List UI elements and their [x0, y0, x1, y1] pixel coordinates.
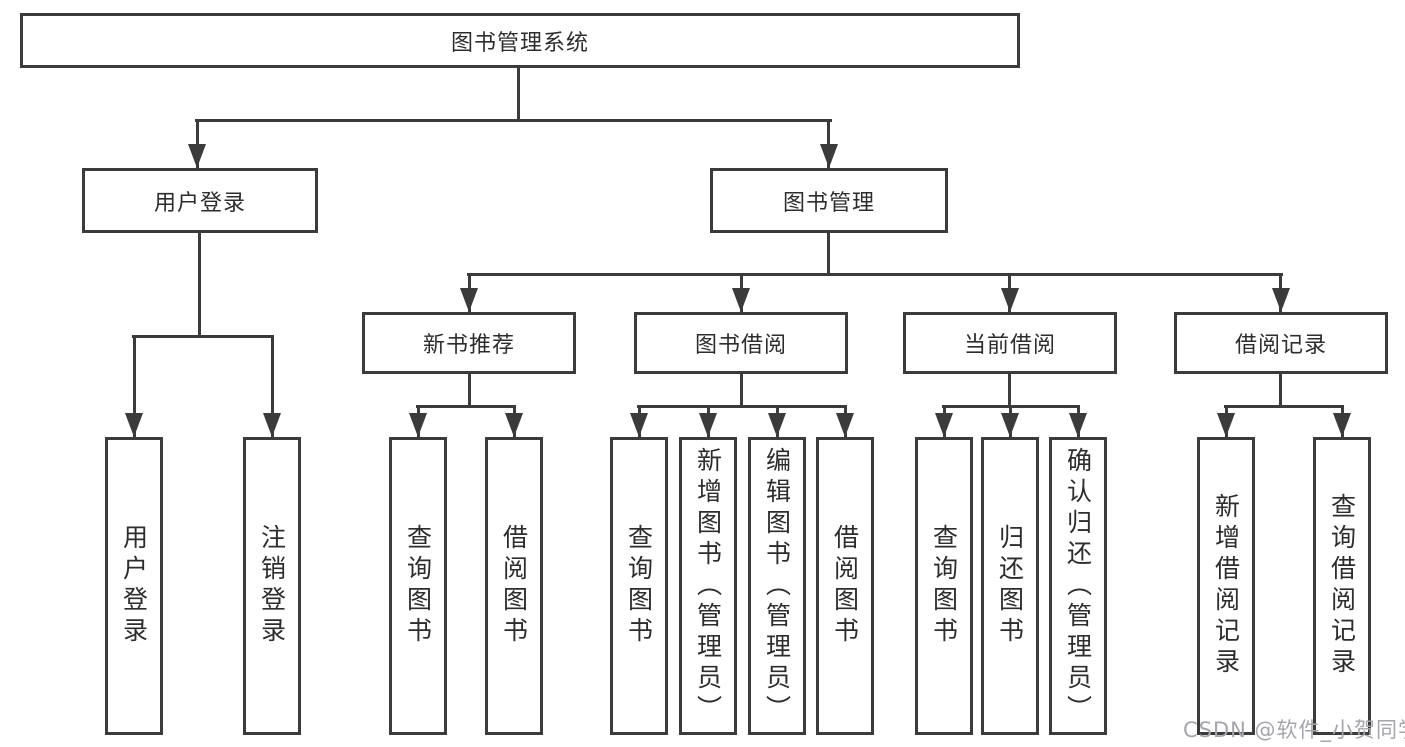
connector-arrowhead: [732, 288, 750, 312]
connector-line: [740, 374, 743, 408]
connector-arrowhead: [263, 413, 281, 437]
connector-line: [468, 374, 471, 408]
node-leaf-add-borrow-record: 新增借阅记录: [1197, 437, 1255, 735]
connector-line: [517, 68, 520, 122]
node-borrow-record: 借阅记录: [1174, 312, 1388, 374]
node-leaf-logout: 注销登录: [243, 437, 301, 735]
connector-arrowhead: [1217, 413, 1235, 437]
connector-line: [637, 405, 847, 408]
node-leaf-edit-book-admin: 编辑图书（管理员）: [748, 437, 806, 735]
connector-arrowhead: [460, 288, 478, 312]
connector-line: [827, 119, 830, 168]
watermark-text: CSDN @软件_小贺同学: [1183, 718, 1405, 742]
connector-line: [1279, 374, 1282, 408]
node-leaf-query-book-3: 查询图书: [915, 437, 973, 735]
connector-line: [196, 119, 199, 168]
node-user-login: 用户登录: [82, 168, 318, 233]
node-leaf-user-login: 用户登录: [105, 437, 163, 735]
connector-arrowhead: [699, 413, 717, 437]
connector-arrowhead: [188, 144, 206, 168]
node-leaf-borrow-book-2: 借阅图书: [816, 437, 874, 735]
connector-arrowhead: [768, 413, 786, 437]
connector-line: [1224, 405, 1344, 408]
connector-arrowhead: [1069, 413, 1087, 437]
connector-arrowhead: [630, 413, 648, 437]
connector-line: [1008, 374, 1011, 408]
connector-arrowhead: [125, 413, 143, 437]
node-leaf-query-book-2: 查询图书: [610, 437, 668, 735]
connector-line: [271, 335, 274, 437]
connector-arrowhead: [1272, 288, 1290, 312]
connector-line: [467, 273, 1283, 276]
node-book-borrow: 图书借阅: [634, 312, 848, 374]
connector-arrowhead: [505, 413, 523, 437]
connector-arrowhead: [820, 144, 838, 168]
node-book-management: 图书管理: [710, 168, 948, 233]
connector-line: [198, 233, 201, 338]
connector-arrowhead: [409, 413, 427, 437]
node-leaf-return-book: 归还图书: [981, 437, 1039, 735]
node-leaf-confirm-return-admin: 确认归还（管理员）: [1049, 437, 1107, 735]
connector-line: [132, 335, 274, 338]
connector-arrowhead: [1001, 413, 1019, 437]
node-current-borrow: 当前借阅: [903, 312, 1117, 374]
connector-line: [133, 335, 136, 437]
connector-line: [195, 119, 832, 122]
node-new-book-recommend: 新书推荐: [362, 312, 576, 374]
connector-arrowhead: [1333, 413, 1351, 437]
connector-line: [416, 405, 516, 408]
connector-line: [827, 233, 830, 276]
connector-arrowhead: [935, 413, 953, 437]
node-leaf-borrow-book-1: 借阅图书: [485, 437, 543, 735]
node-leaf-add-book-admin: 新增图书（管理员）: [679, 437, 737, 735]
node-root: 图书管理系统: [20, 13, 1020, 68]
connector-arrowhead: [1001, 288, 1019, 312]
connector-arrowhead: [836, 413, 854, 437]
node-leaf-query-book-1: 查询图书: [389, 437, 447, 735]
node-leaf-query-borrow-record: 查询借阅记录: [1313, 437, 1371, 735]
